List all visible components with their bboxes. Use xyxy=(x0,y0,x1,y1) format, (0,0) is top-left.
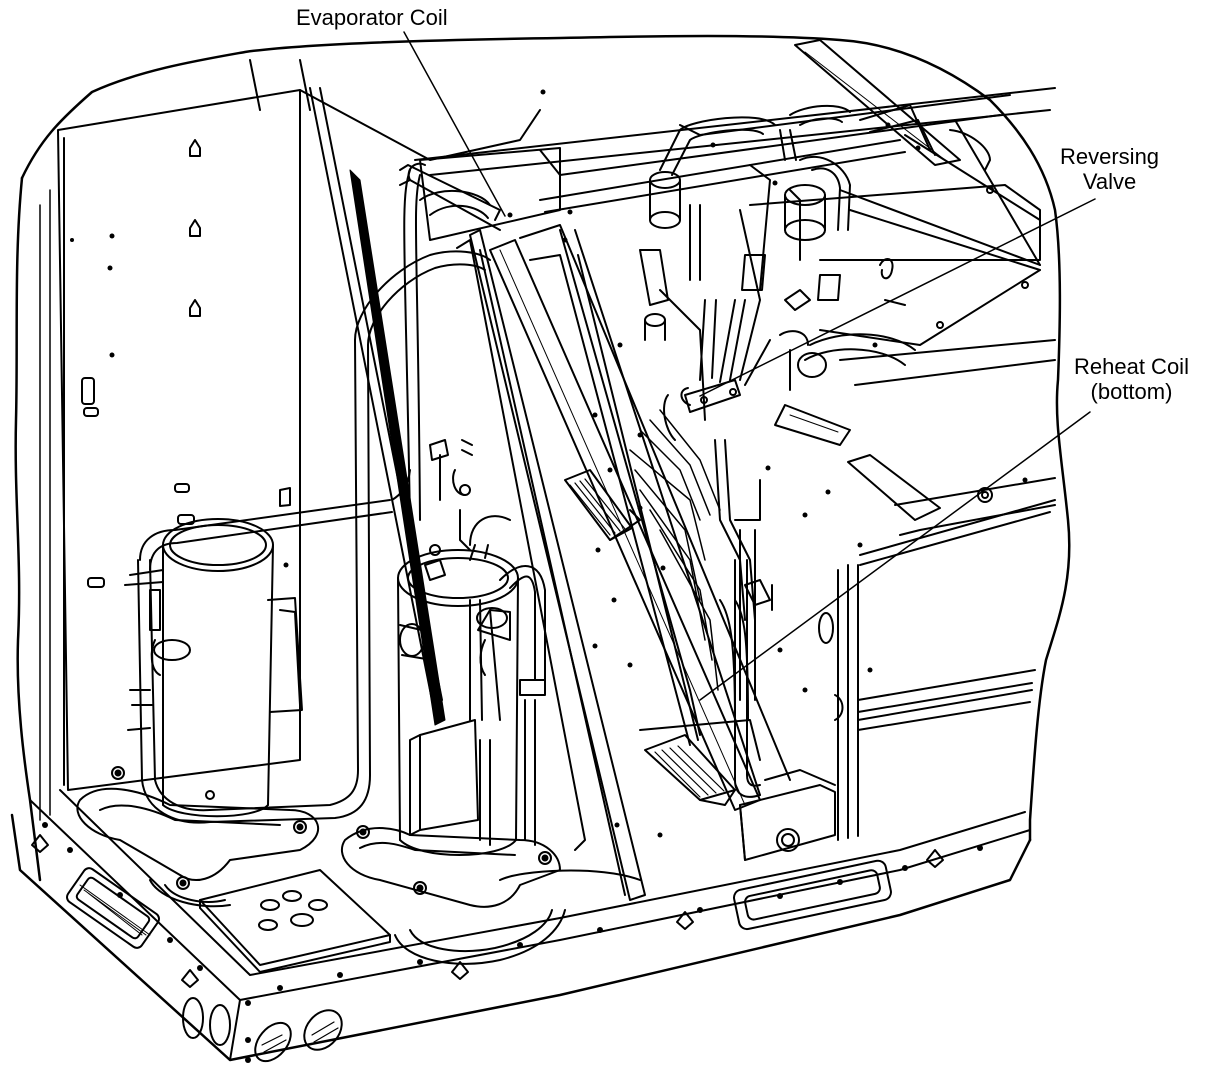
leader-reversing-valve xyxy=(699,198,1096,397)
right-wall-panels xyxy=(818,499,1056,841)
coil-fin-panel-lower xyxy=(644,734,736,806)
base-pan-front xyxy=(10,813,1032,1062)
distributor-tubes xyxy=(629,409,721,691)
floor-arcs xyxy=(149,869,641,965)
base-slot-right xyxy=(733,859,892,931)
suction-line-loop xyxy=(137,250,491,824)
vertical-pipe-right xyxy=(734,559,761,798)
top-piping xyxy=(399,104,991,521)
drain-box xyxy=(639,719,836,861)
callout-leaders xyxy=(403,31,1096,701)
left-side-panel xyxy=(39,89,301,821)
label-reversing-valve-line1: Reversing xyxy=(1060,144,1160,169)
label-reheat-coil-line1: Reheat Coil xyxy=(1074,354,1189,379)
evaporator-coil xyxy=(456,224,791,901)
panel-rods xyxy=(299,87,541,726)
misc-fasteners xyxy=(507,122,1028,838)
compressor-connection-tubes xyxy=(279,439,473,556)
right-compressor xyxy=(397,515,546,856)
left-compressor-base xyxy=(76,766,320,890)
label-evaporator-coil: Evaporator Coil xyxy=(296,5,448,30)
base-screws xyxy=(42,822,983,1063)
reversing-valve xyxy=(663,299,771,441)
label-reheat-coil: Reheat Coil (bottom) xyxy=(1074,354,1189,404)
reheat-plate xyxy=(774,404,1056,521)
leader-reheat-coil xyxy=(699,411,1091,701)
coil-fin-panel-upper xyxy=(564,469,641,541)
label-reversing-valve: Reversing Valve xyxy=(1060,144,1159,194)
right-compressor-base xyxy=(340,825,561,908)
base-pan-top-edge xyxy=(29,799,1031,1001)
left-break-line xyxy=(14,176,42,882)
cutaway-outline xyxy=(20,34,1071,842)
top-center-panel xyxy=(419,147,561,241)
right-chamber xyxy=(749,184,1056,386)
label-reversing-valve-line2: Valve xyxy=(1082,169,1137,194)
base-corner xyxy=(229,999,241,1061)
leader-evaporator-coil xyxy=(403,31,506,217)
base-pan-inner-edge xyxy=(59,789,1026,976)
base-clips xyxy=(31,834,944,988)
label-reheat-coil-line2: (bottom) xyxy=(1090,379,1173,404)
base-knockouts xyxy=(182,997,343,1063)
access-plate xyxy=(199,869,391,973)
